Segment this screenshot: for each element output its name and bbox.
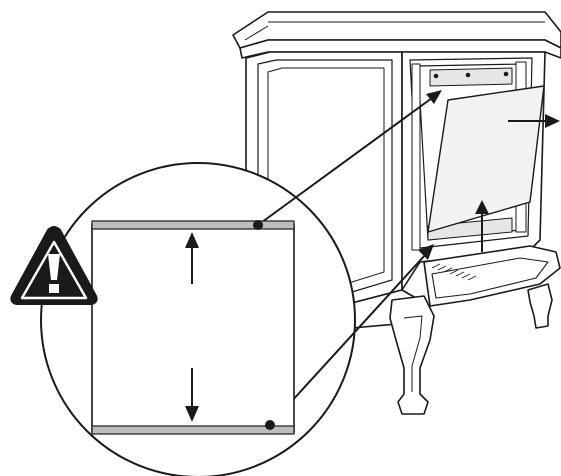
arrow-right-icon: [508, 114, 560, 128]
stove-leg-front: [389, 295, 435, 415]
detail-top-channel: [91, 220, 295, 230]
arrow-up-icon: [185, 232, 199, 284]
arrow-down-icon: [185, 368, 199, 422]
detail-bottom-channel: [91, 425, 295, 435]
callout-lines: [257, 90, 442, 426]
detail-top-anchor: [253, 220, 263, 230]
glass-panel: [427, 85, 545, 233]
stove-top-channel: [429, 67, 513, 87]
stove-leg-back: [527, 283, 553, 329]
stove-ash-lip: [423, 245, 561, 307]
detail-bottom-anchor: [265, 420, 275, 430]
warning-triangle-icon: [10, 226, 98, 305]
arrow-up-icon: [475, 200, 489, 252]
stove-bottom-channel: [427, 217, 513, 241]
stove-top-rim: [239, 39, 561, 59]
